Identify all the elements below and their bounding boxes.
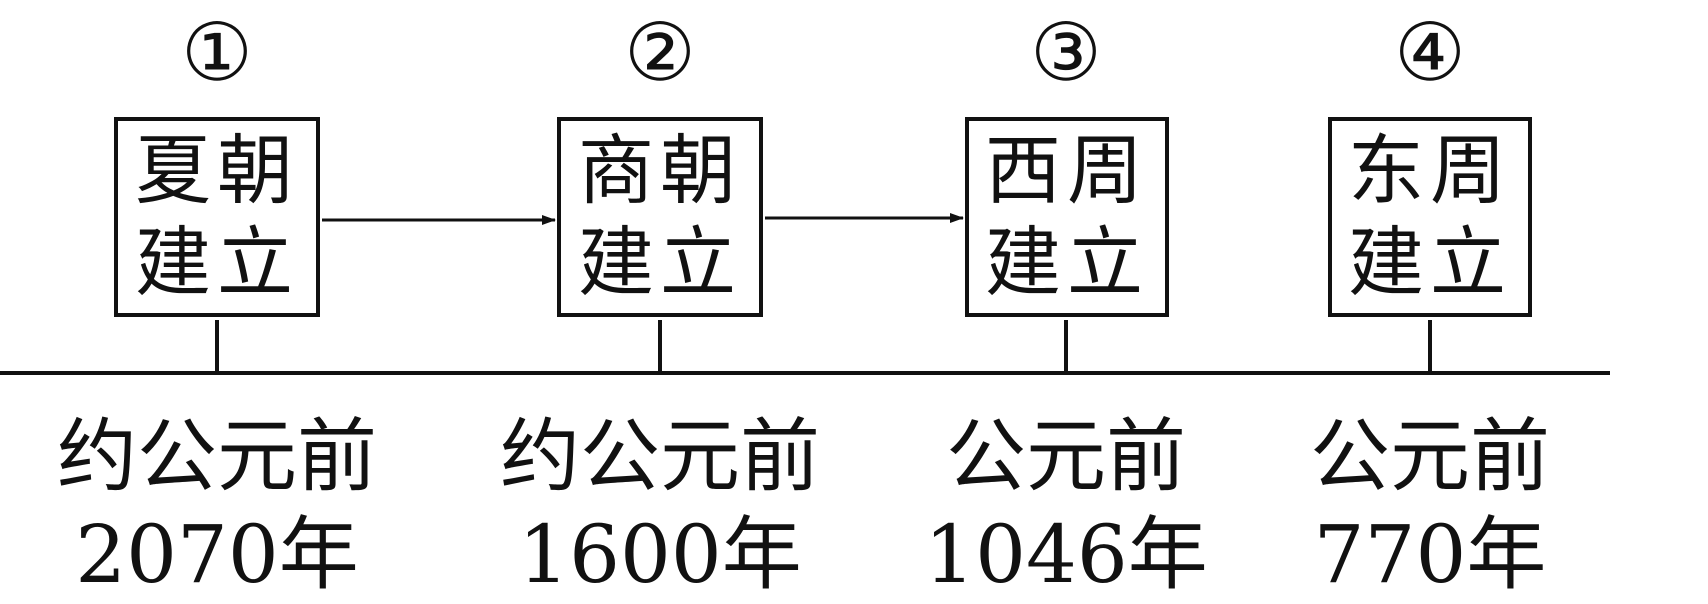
event-name-4-line1: 东周 xyxy=(1348,126,1512,215)
event-date-2: 约公元前 1600年 xyxy=(480,408,840,604)
event-name-4-line2: 建立 xyxy=(1348,218,1512,307)
event-box-2: 商朝 建立 xyxy=(557,117,763,317)
event-date-4-line1: 公元前 xyxy=(1310,410,1550,503)
event-name-2-line1: 商朝 xyxy=(578,126,742,215)
event-number-2: ② xyxy=(624,6,696,99)
event-date-4: 公元前 770年 xyxy=(1250,408,1610,604)
event-number-3: ③ xyxy=(1030,6,1102,99)
event-date-3: 公元前 1046年 xyxy=(886,408,1246,604)
event-date-2-line2: 1600年 xyxy=(518,508,802,601)
event-name-1-line2: 建立 xyxy=(135,218,299,307)
event-number-4: ④ xyxy=(1394,6,1466,99)
event-date-3-line1: 公元前 xyxy=(946,410,1186,503)
event-name-2-line2: 建立 xyxy=(578,218,742,307)
event-box-3: 西周 建立 xyxy=(965,117,1169,317)
event-date-1-line1: 约公元前 xyxy=(57,410,377,503)
event-date-4-line2: 770年 xyxy=(1313,508,1547,601)
event-name-1-line1: 夏朝 xyxy=(135,126,299,215)
event-date-1: 约公元前 2070年 xyxy=(37,408,397,604)
event-name-3-line2: 建立 xyxy=(985,218,1149,307)
event-box-4: 东周 建立 xyxy=(1328,117,1532,317)
event-date-2-line1: 约公元前 xyxy=(500,410,820,503)
event-box-1: 夏朝 建立 xyxy=(114,117,320,317)
event-date-1-line2: 2070年 xyxy=(75,508,359,601)
event-name-3-line1: 西周 xyxy=(985,126,1149,215)
event-date-3-line2: 1046年 xyxy=(924,508,1208,601)
event-number-1: ① xyxy=(181,6,253,99)
